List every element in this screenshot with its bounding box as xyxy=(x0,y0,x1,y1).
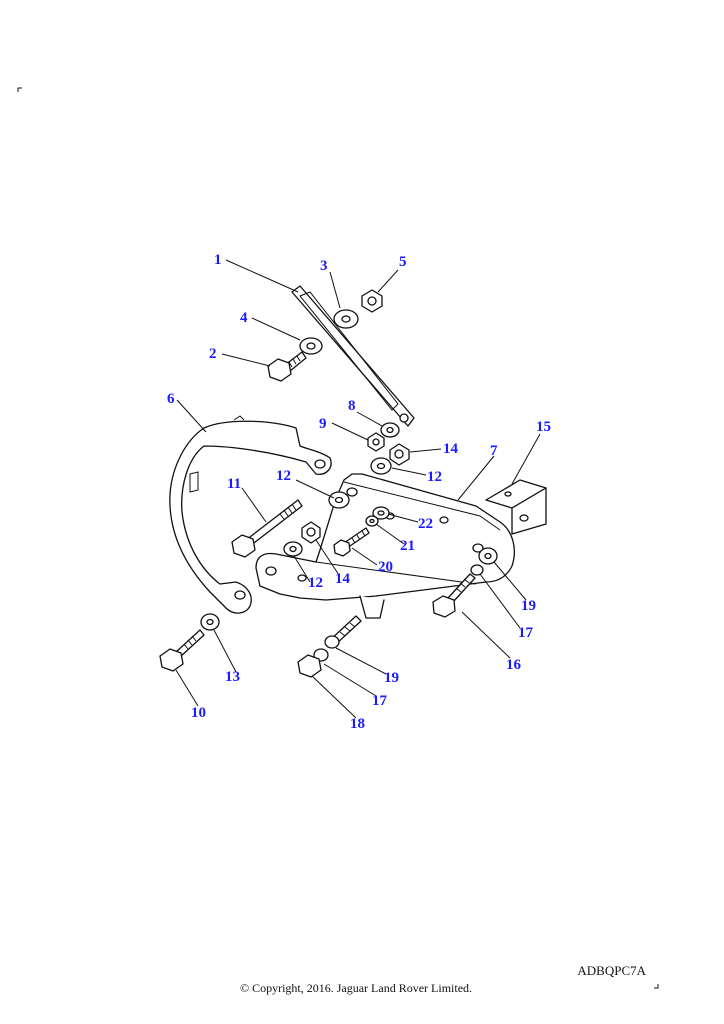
callout-19a: 19 xyxy=(521,598,536,614)
angle-bracket xyxy=(485,479,547,535)
callout-21: 21 xyxy=(400,538,415,554)
callout-8: 8 xyxy=(348,398,356,414)
bolt-10 xyxy=(159,629,205,672)
reference-code: ADBQPC7A xyxy=(577,963,646,978)
callout-12b: 12 xyxy=(427,469,442,485)
washer-19-right xyxy=(478,547,498,565)
washer-19-lower xyxy=(324,635,340,649)
callout-11: 11 xyxy=(227,476,241,492)
callout-19b: 19 xyxy=(384,670,399,686)
washer-12-lower xyxy=(283,541,303,557)
callout-6: 6 xyxy=(167,391,175,407)
callout-20: 20 xyxy=(378,559,393,575)
bolt-20 xyxy=(333,527,370,557)
nut-5 xyxy=(361,289,383,313)
washer-3 xyxy=(333,309,359,329)
bolt-2 xyxy=(267,351,307,382)
adjusting-link xyxy=(291,285,415,427)
callout-12a: 12 xyxy=(276,468,291,484)
callout-16: 16 xyxy=(506,657,522,673)
leader-lines xyxy=(175,259,541,719)
mounting-bracket xyxy=(255,473,515,619)
callout-22: 22 xyxy=(418,516,433,532)
callout-18: 18 xyxy=(350,716,365,732)
callout-13: 13 xyxy=(225,669,240,685)
nut-9 xyxy=(367,432,385,452)
callout-17b: 17 xyxy=(372,693,388,709)
callout-17a: 17 xyxy=(518,625,534,641)
callout-14a: 14 xyxy=(443,441,459,457)
callout-12c: 12 xyxy=(308,575,323,591)
callout-3: 3 xyxy=(320,258,328,274)
spring-washer-21 xyxy=(365,515,379,527)
curved-bracket xyxy=(169,415,332,614)
spring-washer-17-right xyxy=(470,564,484,576)
bolt-16 xyxy=(432,573,476,618)
washer-4 xyxy=(299,337,323,355)
bolt-18 xyxy=(297,615,362,678)
copyright-notice: © Copyright, 2016. Jaguar Land Rover Lim… xyxy=(239,981,473,995)
callout-15: 15 xyxy=(536,419,551,435)
nut-14-upper xyxy=(389,443,410,466)
callout-5: 5 xyxy=(399,254,407,270)
callout-4: 4 xyxy=(240,310,248,326)
washer-13 xyxy=(200,613,220,631)
washer-12-upper xyxy=(370,457,392,475)
washer-12-mid xyxy=(328,491,350,509)
washer-22 xyxy=(372,506,390,520)
crop-mark xyxy=(17,87,22,92)
nut-14-lower xyxy=(301,521,321,544)
callout-7: 7 xyxy=(490,443,498,459)
crop-mark xyxy=(654,984,659,989)
callout-1: 1 xyxy=(214,252,222,268)
bolt-11 xyxy=(231,499,303,558)
callout-2: 2 xyxy=(209,346,217,362)
callouts: 1 2 3 4 5 6 7 8 9 10 11 12 12 12 13 14 1… xyxy=(167,252,551,732)
callout-9: 9 xyxy=(319,416,327,432)
washer-8 xyxy=(380,422,400,438)
callout-14b: 14 xyxy=(335,571,351,587)
callout-10: 10 xyxy=(191,705,206,721)
